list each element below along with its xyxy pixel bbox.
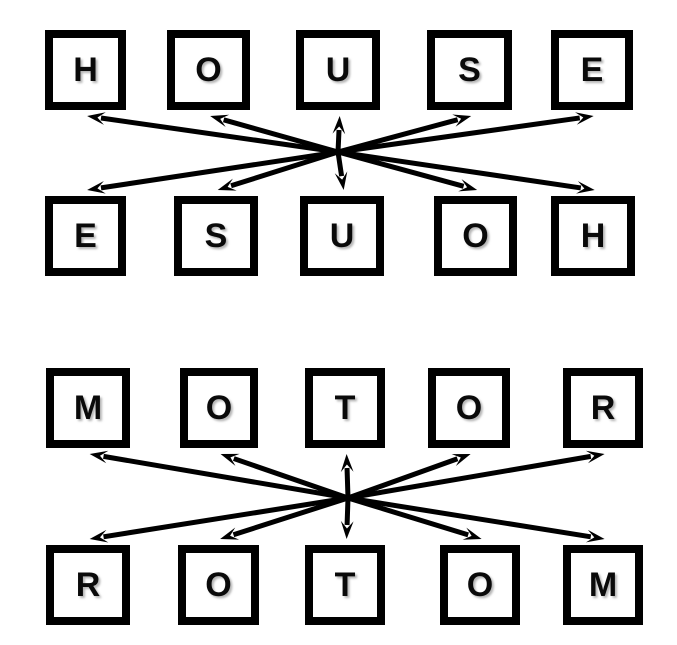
connector-group-house-2-head-top (332, 116, 346, 135)
letter-box-rotom-bottom_row-4[interactable]: M (563, 545, 643, 625)
letter-box-house-top_row-0[interactable]: H (45, 30, 126, 110)
letter-box-motor-top_row-4[interactable]: R (563, 368, 643, 448)
letter-box-esuoh-bottom_row-0[interactable]: E (45, 196, 126, 276)
connector-group-house-3-head-bottom (217, 178, 237, 191)
letter-glyph: M (73, 389, 103, 427)
connector-group-house-0-head-top (87, 112, 106, 125)
letter-box-house-top_row-1[interactable]: O (167, 30, 250, 110)
connector-group-motor-0-shaft (103, 453, 592, 540)
letter-box-esuoh-bottom_row-3[interactable]: O (434, 196, 517, 276)
letter-box-motor-top_row-2[interactable]: T (305, 368, 385, 448)
connector-group-motor-3-shaft (232, 456, 459, 538)
connector-group-motor-0-head-bottom (585, 529, 605, 543)
connector-group-house-0-shaft (100, 115, 582, 191)
connector-group-motor-3-head-top (451, 454, 471, 467)
letter-glyph: E (580, 51, 604, 89)
connector-group-house-4-shaft (100, 115, 581, 191)
letter-glyph: T (334, 566, 356, 604)
connector-group-motor-3-head-bottom (220, 527, 240, 540)
connector-group-motor-1-head-bottom (462, 527, 482, 540)
letter-box-rotom-bottom_row-1[interactable]: O (178, 545, 259, 625)
letter-box-esuoh-bottom_row-4[interactable]: H (551, 196, 635, 276)
letter-glyph: R (590, 389, 616, 427)
letter-glyph: M (588, 566, 618, 604)
connector-group-motor-4-head-top (585, 450, 605, 464)
letter-box-rotom-bottom_row-0[interactable]: R (46, 545, 130, 625)
letter-glyph: O (455, 389, 483, 427)
connector-group-house-4-head-bottom (87, 181, 106, 194)
letter-glyph: O (466, 566, 494, 604)
letter-box-rotom-bottom_row-2[interactable]: T (305, 545, 385, 625)
letter-box-house-top_row-2[interactable]: U (296, 30, 380, 110)
letter-box-house-top_row-3[interactable]: S (427, 30, 512, 110)
letter-glyph: S (458, 51, 481, 89)
connector-group-house-3-shaft (230, 117, 459, 189)
letter-box-motor-top_row-0[interactable]: M (46, 368, 130, 448)
connector-group-house-0-head-bottom (576, 181, 595, 194)
letter-glyph: U (325, 51, 351, 89)
letter-glyph: S (204, 217, 228, 255)
connector-group-house-3-head-top (452, 114, 472, 127)
letter-glyph: H (580, 217, 606, 255)
connector-group-motor-4-head-bottom (89, 529, 109, 543)
letter-box-house-top_row-4[interactable]: E (551, 30, 633, 110)
letter-glyph: T (334, 389, 356, 427)
connector-group-house-2-head-bottom (334, 171, 348, 190)
letter-box-esuoh-bottom_row-1[interactable]: S (174, 196, 258, 276)
letter-box-esuoh-bottom_row-2[interactable]: U (300, 196, 384, 276)
connector-group-house-1-head-bottom (458, 179, 478, 192)
letter-glyph: O (205, 566, 232, 604)
letter-glyph: R (75, 566, 101, 604)
connector-group-motor-1-head-top (220, 453, 240, 466)
connector-group-motor-1-shaft (232, 456, 469, 538)
connector-group-motor-2-shaft (344, 467, 351, 526)
connector-group-house-4-head-top (575, 112, 594, 125)
letter-box-rotom-bottom_row-3[interactable]: O (440, 545, 520, 625)
connector-group-house-1-head-top (210, 114, 230, 127)
letter-glyph: U (329, 217, 355, 255)
letter-glyph: O (195, 51, 222, 89)
connector-group-motor-2-head-top (340, 454, 354, 473)
letter-box-motor-top_row-1[interactable]: O (180, 368, 258, 448)
letter-glyph: O (205, 389, 233, 427)
connector-group-house-1-shaft (222, 117, 465, 189)
connector-group-motor-4-shaft (103, 453, 592, 540)
connector-group-motor-2-head-bottom (340, 520, 354, 539)
connector-group-motor-0-head-top (89, 450, 109, 464)
letter-box-motor-top_row-3[interactable]: O (428, 368, 510, 448)
connector-group-house-2-shaft (335, 129, 345, 177)
letter-glyph: O (462, 217, 489, 255)
letter-glyph: H (73, 51, 98, 89)
letter-glyph: E (74, 217, 97, 255)
